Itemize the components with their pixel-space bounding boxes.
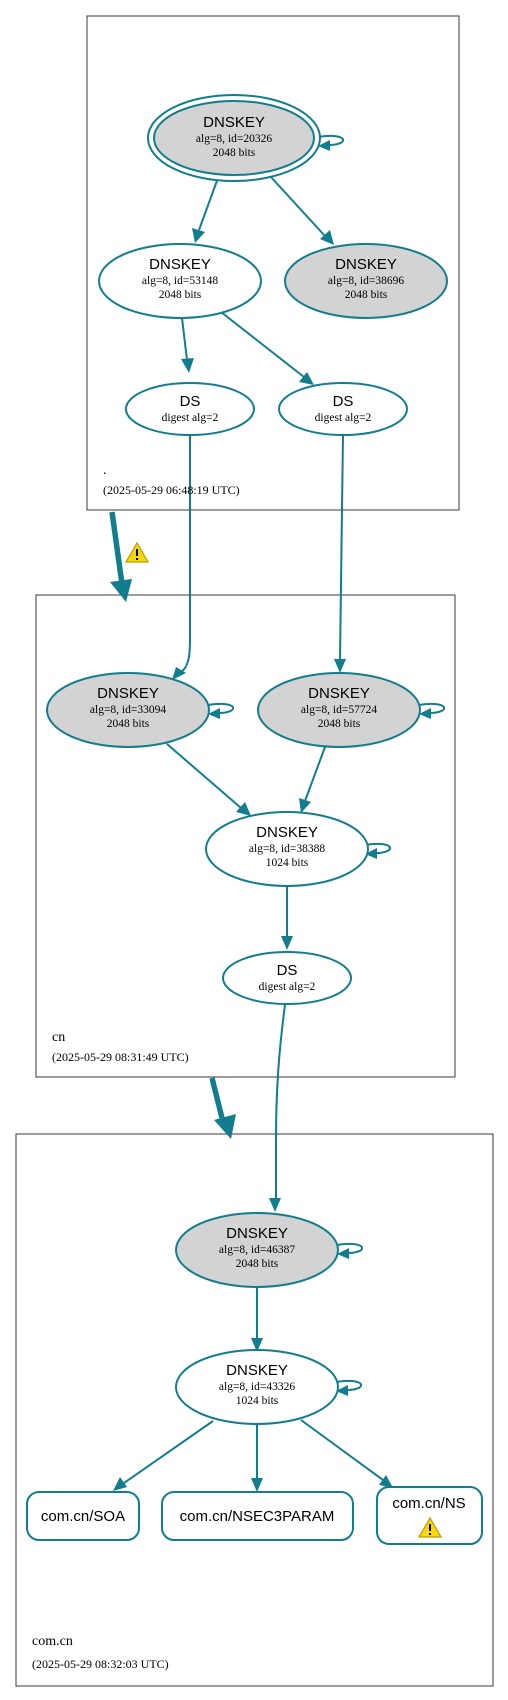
node-key-size: 2048 bits bbox=[213, 147, 256, 159]
edge-comcn-zsk-to-ns bbox=[300, 1419, 384, 1481]
node-rr-nsec3param[interactable]: com.cn/NSEC3PARAM bbox=[161, 1491, 354, 1541]
zone-name-cn: cn bbox=[52, 1030, 65, 1045]
edge-cn-ds-to-comcn-ksk bbox=[275, 1004, 286, 1198]
self-sign-edge-comcn-ksk bbox=[336, 1242, 364, 1255]
self-sign-edge-cn-ksk1 bbox=[207, 702, 235, 715]
self-sign-edge-comcn-zsk bbox=[335, 1379, 363, 1392]
rr-label: com.cn/SOA bbox=[41, 1508, 125, 1525]
zone-timestamp-root: (2025-05-29 06:48:19 UTC) bbox=[103, 483, 240, 497]
node-title: DS bbox=[277, 962, 298, 979]
node-digest: digest alg=2 bbox=[162, 412, 219, 424]
node-key-id: alg=8, id=38696 bbox=[328, 275, 404, 287]
self-sign-edge-cn-ksk2 bbox=[418, 702, 446, 715]
delegation-root-to-cn bbox=[109, 511, 125, 585]
node-root-ds1[interactable]: DS digest alg=2 bbox=[125, 382, 255, 436]
zone-timestamp-comcn: (2025-05-29 08:32:03 UTC) bbox=[32, 1657, 169, 1671]
zone-name-comcn: com.cn bbox=[32, 1634, 73, 1649]
edge-root-ksk-to-zsk bbox=[198, 177, 219, 231]
warning-icon[interactable] bbox=[124, 541, 150, 563]
node-title: DNSKEY bbox=[335, 256, 397, 273]
edge-root-ds2-to-cn-ksk2 bbox=[339, 434, 344, 661]
node-key-size: 2048 bits bbox=[345, 289, 388, 301]
node-title: DS bbox=[333, 393, 354, 410]
node-key-id: alg=8, id=57724 bbox=[301, 704, 377, 716]
node-title: DNSKEY bbox=[149, 256, 211, 273]
edge-cn-ksk2-to-zsk bbox=[304, 746, 326, 802]
node-root-ds2[interactable]: DS digest alg=2 bbox=[278, 382, 408, 436]
self-sign-edge-root-ksk bbox=[317, 134, 345, 147]
node-key-size: 2048 bits bbox=[318, 718, 361, 730]
zone-name-root: . bbox=[103, 463, 107, 478]
node-key-id: alg=8, id=46387 bbox=[219, 1244, 295, 1256]
node-title: DNSKEY bbox=[203, 114, 265, 131]
node-title: DNSKEY bbox=[226, 1225, 288, 1242]
node-cn-ksk1[interactable]: DNSKEY alg=8, id=33094 2048 bits bbox=[46, 672, 210, 748]
node-title: DNSKEY bbox=[256, 824, 318, 841]
node-key-id: alg=8, id=33094 bbox=[90, 704, 166, 716]
node-key-id: alg=8, id=38388 bbox=[249, 843, 325, 855]
node-rr-soa[interactable]: com.cn/SOA bbox=[26, 1491, 140, 1541]
node-key-size: 1024 bits bbox=[236, 1395, 279, 1407]
node-cn-ds[interactable]: DS digest alg=2 bbox=[222, 951, 352, 1005]
node-root-key3[interactable]: DNSKEY alg=8, id=38696 2048 bits bbox=[284, 243, 448, 319]
node-digest: digest alg=2 bbox=[315, 412, 372, 424]
node-title: DS bbox=[180, 393, 201, 410]
warning-icon[interactable] bbox=[417, 1516, 443, 1538]
node-key-id: alg=8, id=43326 bbox=[219, 1381, 295, 1393]
node-digest: digest alg=2 bbox=[259, 981, 316, 993]
node-root-zsk[interactable]: DNSKEY alg=8, id=53148 2048 bits bbox=[98, 243, 262, 319]
node-key-size: 2048 bits bbox=[107, 718, 150, 730]
node-key-size: 2048 bits bbox=[159, 289, 202, 301]
edge-root-zsk-to-ds1 bbox=[181, 317, 188, 361]
node-comcn-ksk[interactable]: DNSKEY alg=8, id=46387 2048 bits bbox=[175, 1212, 339, 1288]
node-title: DNSKEY bbox=[226, 1362, 288, 1379]
node-key-size: 2048 bits bbox=[236, 1258, 279, 1270]
zone-timestamp-cn: (2025-05-29 08:31:49 UTC) bbox=[52, 1050, 189, 1064]
node-title: DNSKEY bbox=[97, 685, 159, 702]
rr-label: com.cn/NSEC3PARAM bbox=[180, 1508, 335, 1525]
edge-cn-ksk1-to-zsk bbox=[166, 743, 242, 809]
node-comcn-zsk[interactable]: DNSKEY alg=8, id=43326 1024 bits bbox=[175, 1349, 339, 1425]
edge-root-zsk-to-ds2 bbox=[220, 311, 305, 378]
node-key-id: alg=8, id=20326 bbox=[196, 133, 272, 145]
self-sign-edge-cn-zsk bbox=[364, 842, 392, 855]
node-title: DNSKEY bbox=[308, 685, 370, 702]
node-cn-zsk[interactable]: DNSKEY alg=8, id=38388 1024 bits bbox=[205, 811, 369, 887]
node-key-id: alg=8, id=53148 bbox=[142, 275, 218, 287]
node-root-ksk[interactable]: DNSKEY alg=8, id=20326 2048 bits bbox=[147, 94, 321, 182]
node-rr-ns[interactable]: com.cn/NS bbox=[376, 1486, 483, 1545]
node-cn-ksk2[interactable]: DNSKEY alg=8, id=57724 2048 bits bbox=[257, 672, 421, 748]
edge-root-ksk-to-key3 bbox=[269, 175, 326, 237]
rr-label: com.cn/NS bbox=[392, 1495, 465, 1512]
delegation-cn-to-comcn bbox=[209, 1077, 225, 1119]
node-key-size: 1024 bits bbox=[266, 857, 309, 869]
edge-comcn-zsk-to-soa bbox=[123, 1420, 214, 1484]
edge-root-ds1-to-cn-ksk1 bbox=[180, 435, 191, 673]
